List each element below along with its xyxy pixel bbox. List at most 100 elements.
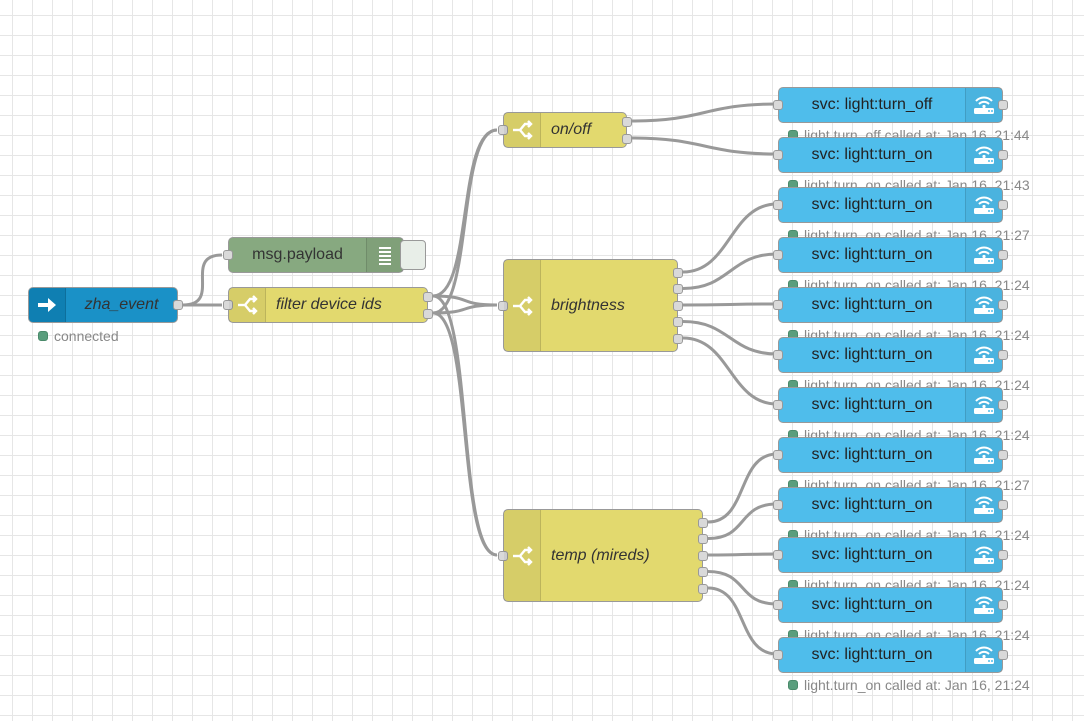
router-icon	[965, 338, 1002, 372]
temp-output-port-5[interactable]	[698, 584, 708, 594]
service-input-port[interactable]	[773, 550, 783, 560]
wire-filter-temp-a[interactable]	[432, 294, 498, 557]
onoff-node[interactable]: on/off	[498, 112, 632, 148]
service-node-1[interactable]: svc: light:turn_off	[773, 87, 1008, 123]
service-node-9[interactable]: svc: light:turn_on	[773, 487, 1008, 523]
router-icon	[965, 638, 1002, 672]
service-output-port[interactable]	[998, 150, 1008, 160]
wire-filter-brightness-b[interactable]	[432, 303, 498, 315]
service-output-port[interactable]	[998, 450, 1008, 460]
service-output-port[interactable]	[998, 650, 1008, 660]
service-node-5[interactable]: svc: light:turn_on	[773, 287, 1008, 323]
service-label: svc: light:turn_on	[811, 646, 933, 663]
service-output-port[interactable]	[998, 400, 1008, 410]
brightness-label: brightness	[551, 296, 625, 314]
service-node-3[interactable]: svc: light:turn_on	[773, 187, 1008, 223]
service-label: svc: light:turn_on	[811, 246, 933, 263]
filter-input-port[interactable]	[223, 300, 233, 310]
service-input-port[interactable]	[773, 400, 783, 410]
service-input-port[interactable]	[773, 150, 783, 160]
temp-input-port[interactable]	[498, 551, 508, 561]
service-node-2[interactable]: svc: light:turn_on	[773, 137, 1008, 173]
service-output-port[interactable]	[998, 250, 1008, 260]
wire-brightness-2[interactable]	[682, 252, 778, 290]
service-input-port[interactable]	[773, 600, 783, 610]
wire-temp-5[interactable]	[707, 586, 778, 656]
debug-input-port[interactable]	[223, 250, 233, 260]
service-node-12[interactable]: svc: light:turn_on	[773, 637, 1008, 673]
temp-label: temp (mireds)	[551, 546, 650, 564]
wire-temp-2[interactable]	[707, 502, 778, 540]
service-output-port[interactable]	[998, 350, 1008, 360]
wire-filter-onoff-a[interactable]	[432, 128, 498, 298]
temp-output-port-2[interactable]	[698, 534, 708, 544]
zha-event-node[interactable]: zha_event	[28, 287, 183, 323]
service-input-port[interactable]	[773, 200, 783, 210]
service-node-11[interactable]: svc: light:turn_on	[773, 587, 1008, 623]
onoff-output-port-2[interactable]	[622, 134, 632, 144]
wire-brightness-1[interactable]	[682, 202, 778, 274]
router-icon	[965, 238, 1002, 272]
router-icon	[965, 588, 1002, 622]
service-output-port[interactable]	[998, 100, 1008, 110]
service-output-port[interactable]	[998, 200, 1008, 210]
brightness-input-port[interactable]	[498, 301, 508, 311]
filter-label: filter device ids	[276, 296, 382, 313]
onoff-label: on/off	[551, 121, 592, 138]
service-output-port[interactable]	[998, 300, 1008, 310]
wire-onoff-2[interactable]	[631, 136, 778, 156]
wire-temp-1[interactable]	[707, 452, 778, 524]
temp-output-port-3[interactable]	[698, 551, 708, 561]
wire-filter-onoff-b[interactable]	[432, 128, 498, 315]
brightness-output-port-1[interactable]	[673, 268, 683, 278]
zha-event-output-port[interactable]	[173, 300, 183, 310]
service-node-8[interactable]: svc: light:turn_on	[773, 437, 1008, 473]
wire-filter-brightness-a[interactable]	[432, 294, 498, 307]
wire-filter-temp-b[interactable]	[432, 311, 498, 557]
brightness-output-port-3[interactable]	[673, 301, 683, 311]
temp-output-port-1[interactable]	[698, 518, 708, 528]
wire-brightness-4[interactable]	[682, 320, 778, 356]
switch-icon	[504, 113, 541, 147]
service-output-port[interactable]	[998, 600, 1008, 610]
wire-onoff-1[interactable]	[631, 102, 778, 123]
switch-icon	[504, 260, 541, 351]
brightness-output-port-2[interactable]	[673, 284, 683, 294]
onoff-output-port-1[interactable]	[622, 117, 632, 127]
wire-temp-3[interactable]	[707, 552, 778, 557]
filter-device-ids-node[interactable]: filter device ids	[223, 287, 433, 323]
arrow-right-icon	[29, 288, 66, 322]
service-label: svc: light:turn_on	[811, 496, 933, 513]
service-node-10[interactable]: svc: light:turn_on	[773, 537, 1008, 573]
brightness-node[interactable]: brightness	[498, 259, 683, 352]
zha-event-status: connected	[38, 328, 119, 344]
router-icon	[965, 538, 1002, 572]
onoff-input-port[interactable]	[498, 125, 508, 135]
debug-toggle-button[interactable]	[400, 240, 426, 270]
service-node-4[interactable]: svc: light:turn_on	[773, 237, 1008, 273]
service-input-port[interactable]	[773, 300, 783, 310]
debug-node[interactable]: msg.payload	[223, 237, 404, 273]
service-label: svc: light:turn_on	[811, 596, 933, 613]
wire-temp-4[interactable]	[707, 570, 778, 606]
service-input-port[interactable]	[773, 650, 783, 660]
wire-zha-debug[interactable]	[182, 253, 223, 307]
wire-brightness-3[interactable]	[682, 302, 778, 307]
service-input-port[interactable]	[773, 250, 783, 260]
router-icon	[965, 188, 1002, 222]
service-input-port[interactable]	[773, 350, 783, 360]
service-output-port[interactable]	[998, 500, 1008, 510]
temp-output-port-4[interactable]	[698, 567, 708, 577]
filter-output-port-2[interactable]	[423, 309, 433, 319]
service-input-port[interactable]	[773, 500, 783, 510]
service-input-port[interactable]	[773, 100, 783, 110]
service-node-7[interactable]: svc: light:turn_on	[773, 387, 1008, 423]
service-input-port[interactable]	[773, 450, 783, 460]
service-output-port[interactable]	[998, 550, 1008, 560]
temp-mireds-node[interactable]: temp (mireds)	[498, 509, 708, 602]
filter-output-port-1[interactable]	[423, 292, 433, 302]
service-node-6[interactable]: svc: light:turn_on	[773, 337, 1008, 373]
brightness-output-port-4[interactable]	[673, 317, 683, 327]
brightness-output-port-5[interactable]	[673, 334, 683, 344]
wire-brightness-5[interactable]	[682, 336, 778, 406]
